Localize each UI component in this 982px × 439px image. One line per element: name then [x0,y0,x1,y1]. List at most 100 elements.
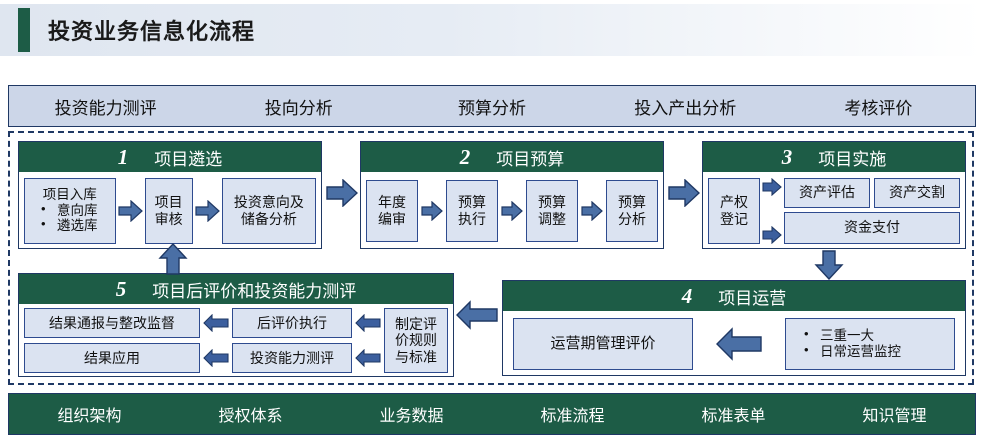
arrow-phase5-to-phase1-icon [158,243,188,275]
arrow-right-icon [762,225,782,244]
arrow-phase4-to-phase5-icon [456,300,498,330]
arrow-phase1-to-phase2-icon [326,179,358,207]
bottom-foundation-band: 组织架构 授权体系 业务数据 标准流程 标准表单 知识管理 [8,393,976,435]
phase-card-1[interactable]: 1 项目遴选 项目入库 意向库 遴选库 项目 [18,141,322,249]
top-band-item-3[interactable]: 投入产出分析 [634,98,737,118]
box-project-review-line1: 项目 [154,194,183,211]
box-asset-appraisal[interactable]: 资产评估 [784,177,870,208]
box-annual-budget-line2: 编审 [378,210,406,227]
bottom-band-item-0[interactable]: 组织架构 [57,408,122,425]
phase-card-4[interactable]: 4 项目运营 运营期管理评价 三重一大 日常运营监控 [502,280,966,376]
top-band-item-1[interactable]: 投向分析 [264,98,333,118]
phase-5-body: 结果通报与整改监督 后评价执行 [19,304,453,377]
phase-5-title: 项目后评价和投资能力测评 [152,281,357,301]
box-result-application[interactable]: 结果应用 [24,343,200,373]
box-evaluation-rules-line3: 与标准 [395,348,437,365]
arrow-phase3-to-phase4-icon [814,250,844,280]
box-annual-budget-line1: 年度 [378,194,406,211]
top-band-item-0[interactable]: 投资能力测评 [54,98,157,118]
bottom-band-item-4[interactable]: 标准表单 [701,408,766,425]
phase-5-number: 5 [115,276,127,301]
phase-3-arrow-column [762,177,782,244]
phase-5-row-2: 结果应用 投资能力测评 [24,343,384,373]
phase-3-body: 产权 登记 [703,172,965,249]
phase-1-body: 项目入库 意向库 遴选库 项目 审核 [19,172,321,249]
box-budget-execution[interactable]: 预算 执行 [446,179,498,242]
box-evaluation-rules-standards[interactable]: 制定评 价规则 与标准 [384,308,448,373]
arrow-left-icon [716,326,762,361]
arrow-right-icon [421,200,443,221]
box-evaluation-rules-line2: 价规则 [395,332,437,349]
arrow-right-icon [762,177,782,196]
box-fund-payment[interactable]: 资金支付 [784,211,960,244]
phase-card-3[interactable]: 3 项目实施 产权 登记 [702,141,966,249]
arrow-left-icon [203,314,229,332]
arrow-left-icon [355,314,381,332]
phase-card-2[interactable]: 2 项目预算 年度 编审 预算 执行 [360,141,664,249]
box-investment-capability-evaluation[interactable]: 投资能力测评 [232,343,352,373]
phase-1-header: 1 项目遴选 [19,142,321,172]
arrow-right-icon [195,199,220,222]
box-property-registration-line1: 产权 [720,194,748,211]
phase-2-title: 项目预算 [496,149,565,169]
phase-4-header: 4 项目运营 [503,281,965,311]
page-title-bar: 投资业务信息化流程 [0,4,982,56]
phase-1-number: 1 [117,144,129,169]
phase-5-row-1: 结果通报与整改监督 后评价执行 [24,308,384,338]
flow-container: 1 项目遴选 项目入库 意向库 遴选库 项目 [8,131,974,385]
box-property-registration[interactable]: 产权 登记 [708,177,760,244]
box-asset-delivery[interactable]: 资产交割 [874,177,960,208]
phase-3-number: 3 [781,144,793,169]
top-band-item-4[interactable]: 考核评价 [844,98,913,118]
box-post-evaluation-execution[interactable]: 后评价执行 [232,308,352,338]
bottom-band-item-2[interactable]: 业务数据 [379,408,444,425]
box-project-review[interactable]: 项目 审核 [144,177,193,244]
box-project-intake[interactable]: 项目入库 意向库 遴选库 [24,177,116,244]
bottom-band-item-5[interactable]: 知识管理 [862,408,927,425]
phase-5-header: 5 项目后评价和投资能力测评 [19,274,453,304]
phase-3-header: 3 项目实施 [703,142,965,172]
operation-bullet-list: 三重一大 日常运营监控 [790,327,950,360]
box-operation-monitoring-list[interactable]: 三重一大 日常运营监控 [785,317,955,370]
arrow-left-icon [203,349,229,367]
box-property-registration-line2: 登记 [720,210,748,227]
box-project-intake-list: 意向库 遴选库 [27,202,113,234]
phase-2-number: 2 [459,144,471,169]
phase-3-top-row: 资产评估 资产交割 [784,177,960,208]
arrow-right-icon [501,200,523,221]
top-band-item-2[interactable]: 预算分析 [458,98,526,118]
phase-2-header: 2 项目预算 [361,142,663,172]
list-item: 日常运营监控 [804,343,950,360]
box-investment-intent-analysis[interactable]: 投资意向及 储备分析 [221,177,316,244]
list-item: 三重一大 [804,327,950,344]
phase-3-title: 项目实施 [818,149,887,169]
box-project-review-line2: 审核 [154,210,183,227]
arrow-right-icon [581,200,603,221]
box-budget-adjustment[interactable]: 预算 调整 [526,179,578,242]
box-project-intake-title: 项目入库 [42,187,97,203]
page-title: 投资业务信息化流程 [48,19,256,44]
phase-1-title: 项目遴选 [154,149,223,169]
box-investment-intent-line1: 投资意向及 [233,194,304,211]
box-budget-analysis[interactable]: 预算 分析 [606,179,658,242]
phase-5-grid: 结果通报与整改监督 后评价执行 [24,308,384,373]
bottom-band-item-1[interactable]: 授权体系 [218,408,283,425]
box-operation-management-evaluation[interactable]: 运营期管理评价 [513,317,693,370]
phase-2-body: 年度 编审 预算 执行 预算 [361,172,663,249]
box-annual-budget-review[interactable]: 年度 编审 [366,179,418,242]
list-item: 遴选库 [41,217,113,234]
phase-3-right-column: 资产评估 资产交割 资金支付 [784,177,960,244]
box-budget-adjustment-line2: 调整 [538,210,566,227]
bottom-band-item-3[interactable]: 标准流程 [540,408,605,425]
phase-card-5[interactable]: 5 项目后评价和投资能力测评 结果通报与整改监督 后评价执行 [18,273,454,377]
arrow-right-icon [117,199,143,222]
box-budget-analysis-line2: 分析 [618,210,646,227]
arrow-left-icon [355,349,381,367]
arrow-phase2-to-phase3-icon [668,179,700,207]
box-result-notification[interactable]: 结果通报与整改监督 [24,308,200,338]
box-evaluation-rules-line1: 制定评 [395,316,437,333]
box-budget-analysis-line1: 预算 [618,194,646,211]
title-accent-bar [18,8,30,52]
box-budget-execution-line1: 预算 [458,194,486,211]
